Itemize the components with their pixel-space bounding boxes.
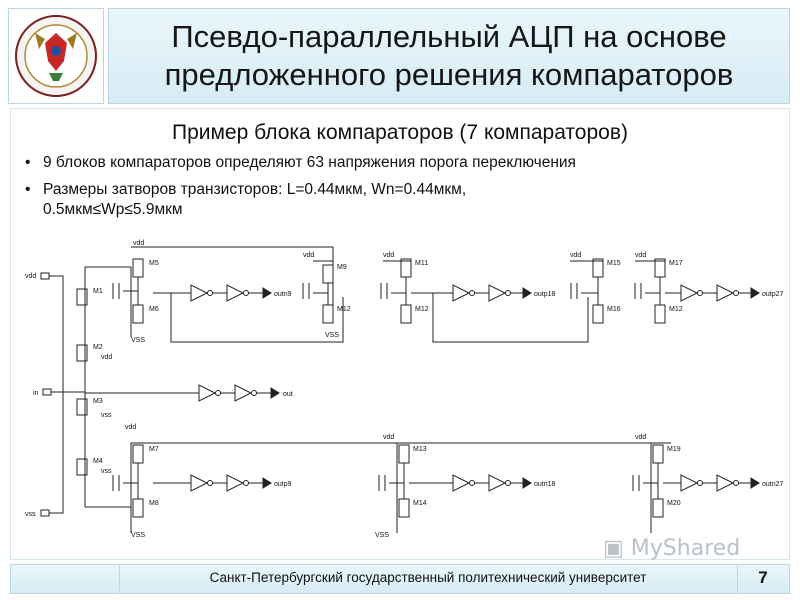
watermark: ▣ MyShared — [603, 536, 740, 561]
output-outp18: outp18 — [534, 291, 556, 298]
svg-text:M4: M4 — [93, 458, 103, 465]
watermark-icon: ▣ — [603, 536, 624, 561]
footer-divider — [119, 565, 120, 593]
svg-text:M19: M19 — [667, 446, 681, 453]
svg-text:M12: M12 — [337, 306, 351, 313]
svg-text:M17: M17 — [669, 260, 683, 267]
svg-text:M8: M8 — [149, 500, 159, 507]
top-block-4: M15 M16 — [570, 258, 621, 324]
content-area: Пример блока компараторов (7 компараторо… — [10, 108, 790, 560]
bottom-block-3: M19 M20 — [632, 443, 681, 533]
svg-text:M3: M3 — [93, 398, 103, 405]
svg-text:M1: M1 — [93, 288, 103, 295]
watermark-text: MyShared — [630, 536, 741, 561]
svg-text:M16: M16 — [607, 306, 621, 313]
output-outn9: outn9 — [274, 291, 292, 298]
footer-bar: Санкт-Петербургский государственный поли… — [10, 564, 790, 594]
svg-text:M13: M13 — [413, 446, 427, 453]
output-outn27: outn27 — [762, 481, 784, 488]
bullet-text: 9 блоков компараторов определяют 63 напр… — [43, 154, 576, 171]
svg-text:M12: M12 — [415, 306, 429, 313]
top-block-3: M11 M12 — [380, 258, 429, 324]
page-number: 7 — [758, 568, 768, 587]
bullet-text-continued: 0.5мкм≤Wp≤5.9мкм — [43, 201, 183, 218]
svg-text:vdd: vdd — [383, 434, 394, 441]
top-block-2: M9 M12 — [302, 264, 351, 324]
comparator-schematic: vdd in vss M1 M2 M3 M4 vdd vss vss out v… — [25, 240, 784, 539]
bullet-item: • Размеры затворов транзисторов: L=0.44м… — [25, 181, 467, 218]
university-emblem — [15, 15, 97, 97]
logo-box — [8, 8, 104, 104]
svg-text:vss: vss — [101, 468, 112, 475]
svg-text:M9: M9 — [337, 264, 347, 271]
svg-text:VSS: VSS — [131, 337, 145, 344]
svg-text:M14: M14 — [413, 500, 427, 507]
label-in: in — [33, 390, 39, 397]
title-line-1: Псевдо-параллельный АЦП на основе — [171, 19, 727, 54]
slide-title: Псевдо-параллельный АЦП на основе предло… — [108, 8, 790, 104]
output-out: out — [283, 391, 293, 398]
svg-text:M5: M5 — [149, 260, 159, 267]
slide-subtitle: Пример блока компараторов (7 компараторо… — [171, 121, 628, 144]
title-line-2: предложенного решения компараторов — [164, 57, 734, 92]
output-outp9: outp9 — [274, 481, 292, 488]
svg-text:vss: vss — [101, 412, 112, 419]
output-outn18: outn18 — [534, 481, 556, 488]
top-block-1: M5 M6 — [112, 258, 159, 337]
svg-text:M6: M6 — [149, 306, 159, 313]
svg-text:vdd: vdd — [570, 252, 581, 259]
output-outp27: outp27 — [762, 291, 784, 298]
footer-divider — [737, 565, 738, 593]
svg-text:M2: M2 — [93, 344, 103, 351]
bottom-block-2: M13 M14 — [378, 443, 427, 533]
top-block-5: M17 M12 — [634, 258, 683, 324]
label-vss: vss — [25, 511, 36, 518]
svg-text:VSS: VSS — [325, 332, 339, 339]
bullet-list: •9 блоков компараторов определяют 63 нап… — [25, 153, 765, 227]
ladder-transistors: M1 M2 M3 M4 — [76, 288, 103, 476]
svg-text:M7: M7 — [149, 446, 159, 453]
svg-text:M20: M20 — [667, 500, 681, 507]
svg-text:vdd: vdd — [383, 252, 394, 259]
svg-text:vdd: vdd — [125, 424, 136, 431]
footer-university: Санкт-Петербургский государственный поли… — [209, 570, 647, 585]
svg-text:VSS: VSS — [375, 532, 389, 539]
svg-text:VSS: VSS — [131, 532, 145, 539]
svg-text:vdd: vdd — [635, 252, 646, 259]
svg-text:M12: M12 — [669, 306, 683, 313]
svg-text:M15: M15 — [607, 260, 621, 267]
bullet-item: •9 блоков компараторов определяют 63 нап… — [25, 154, 576, 171]
label-vdd: vdd — [25, 273, 36, 280]
svg-text:vdd: vdd — [303, 252, 314, 259]
svg-text:M11: M11 — [415, 260, 428, 267]
svg-text:vdd: vdd — [635, 434, 646, 441]
bottom-block-1: M7 M8 — [112, 443, 159, 533]
svg-text:vdd: vdd — [101, 354, 112, 361]
svg-text:vdd: vdd — [133, 240, 144, 247]
bullet-text: Размеры затворов транзисторов: L=0.44мкм… — [43, 181, 467, 198]
